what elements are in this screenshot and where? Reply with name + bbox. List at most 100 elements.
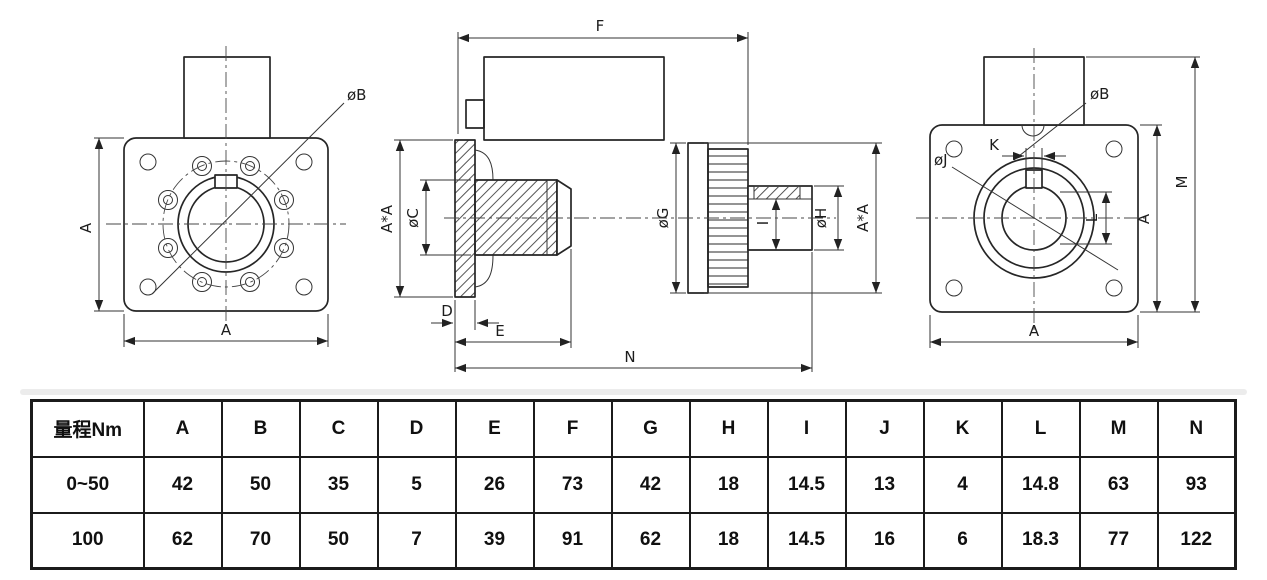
front-bolts	[158, 156, 294, 292]
cell: 70	[220, 511, 301, 570]
col-header-j: J	[844, 399, 925, 458]
dim-e: E	[455, 249, 572, 348]
cell: 62	[610, 511, 691, 570]
side-connector-tab	[465, 99, 485, 129]
dim-m: M	[1086, 56, 1200, 313]
cell: 63	[1078, 455, 1159, 514]
dim-i-label: I	[754, 221, 772, 225]
cell: 13	[844, 455, 925, 514]
side-hub-fillet-top	[474, 149, 494, 181]
cell: 26	[454, 455, 535, 514]
front-dim-a-left-label: A	[77, 222, 95, 233]
col-header-h: H	[688, 399, 769, 458]
cell: 18	[688, 455, 769, 514]
rear-view: øB øJ K L	[916, 48, 1200, 348]
cell: 50	[220, 455, 301, 514]
cell: 73	[532, 455, 613, 514]
dim-m-label: M	[1173, 176, 1191, 189]
dim-f-label: F	[596, 17, 605, 35]
dim-a-right-label: A	[1135, 213, 1153, 224]
dim-axa-left: A*A	[378, 139, 453, 298]
rear-connector-notch	[1021, 124, 1045, 137]
side-flange-plate	[454, 139, 476, 298]
cell: 93	[1156, 455, 1237, 514]
front-dim-a-bottom: A	[123, 314, 329, 347]
table-row: 100 62 70 50 7 39 91 62 18 14.5 16 6 18.…	[30, 511, 1237, 570]
cell: 50	[298, 511, 379, 570]
cell-range: 0~50	[30, 455, 145, 514]
front-dim-a-bottom-label: A	[221, 321, 232, 339]
col-header-e: E	[454, 399, 535, 458]
dim-a-right: A	[1135, 124, 1162, 313]
dim-f: F	[457, 17, 749, 145]
front-dia-b-callout: øB	[151, 86, 366, 295]
dim-a-bottom-rear: A	[929, 315, 1139, 348]
side-view: F A*A øC øG	[378, 17, 882, 373]
dim-e-label: E	[495, 322, 504, 340]
col-header-m: M	[1078, 399, 1159, 458]
cell: 35	[298, 455, 379, 514]
side-shaft-tip	[556, 179, 572, 256]
scan-shadow	[20, 389, 1247, 395]
rear-corner-holes	[945, 140, 1123, 297]
dim-d: D	[431, 300, 499, 372]
cell: 39	[454, 511, 535, 570]
col-header-g: G	[610, 399, 691, 458]
dimension-table: 量程Nm A B C D E F G H I J K L M N 0~50 42…	[30, 399, 1237, 570]
side-hub-fillet-bottom	[474, 254, 494, 288]
dim-axa-left-label: A*A	[378, 204, 396, 233]
cell: 16	[844, 511, 925, 570]
col-header-f: F	[532, 399, 613, 458]
col-header-d: D	[376, 399, 457, 458]
cell: 14.8	[1000, 455, 1081, 514]
dim-dia-c-label: øC	[404, 208, 422, 228]
col-header-c: C	[298, 399, 379, 458]
front-dia-b-label: øB	[347, 86, 366, 104]
front-view: øB A A	[77, 46, 366, 347]
side-input-shaft	[474, 179, 558, 256]
col-header-b: B	[220, 399, 301, 458]
dim-n-label: N	[624, 348, 635, 366]
drawing-canvas: øB A A	[77, 17, 1200, 373]
col-header-i: I	[766, 399, 847, 458]
dim-axa-right: A*A	[704, 142, 882, 294]
cell: 77	[1078, 511, 1159, 570]
cell: 4	[922, 455, 1003, 514]
cell-range: 100	[30, 511, 145, 570]
cell: 6	[922, 511, 1003, 570]
front-connector-block	[183, 56, 271, 139]
table-header-row: 量程Nm A B C D E F G H I J K L M N	[30, 399, 1237, 458]
cell: 122	[1156, 511, 1237, 570]
side-keyway-section	[753, 185, 801, 200]
table-row: 0~50 42 50 35 5 26 73 42 18 14.5 13 4 14…	[30, 455, 1237, 514]
cell: 62	[142, 511, 223, 570]
cell: 91	[532, 511, 613, 570]
cell: 14.5	[766, 455, 847, 514]
rear-dia-b-label: øB	[1090, 85, 1109, 103]
dim-a-bottom-rear-label: A	[1029, 322, 1040, 340]
rear-dia-j-callout: øJ	[934, 151, 1119, 271]
cell: 42	[142, 455, 223, 514]
cell: 7	[376, 511, 457, 570]
technical-drawing: øB A A	[77, 17, 1200, 373]
dim-k-label: K	[989, 136, 1000, 154]
cell: 5	[376, 455, 457, 514]
cell: 18	[688, 511, 769, 570]
dim-n: N	[455, 252, 813, 373]
col-header-a: A	[142, 399, 223, 458]
dim-i: I	[754, 199, 781, 250]
front-dim-a-left: A	[77, 137, 124, 312]
cell: 18.3	[1000, 511, 1081, 570]
dim-d-label: D	[441, 302, 453, 320]
dim-k: K	[989, 136, 1066, 168]
col-header-range: 量程Nm	[30, 399, 145, 458]
rear-dia-j-label: øJ	[934, 151, 948, 169]
col-header-l: L	[1000, 399, 1081, 458]
dim-axa-right-label: A*A	[854, 203, 872, 232]
col-header-n: N	[1156, 399, 1237, 458]
side-connector-block	[483, 56, 665, 141]
cell: 14.5	[766, 511, 847, 570]
col-header-k: K	[922, 399, 1003, 458]
front-corner-holes	[139, 153, 313, 296]
